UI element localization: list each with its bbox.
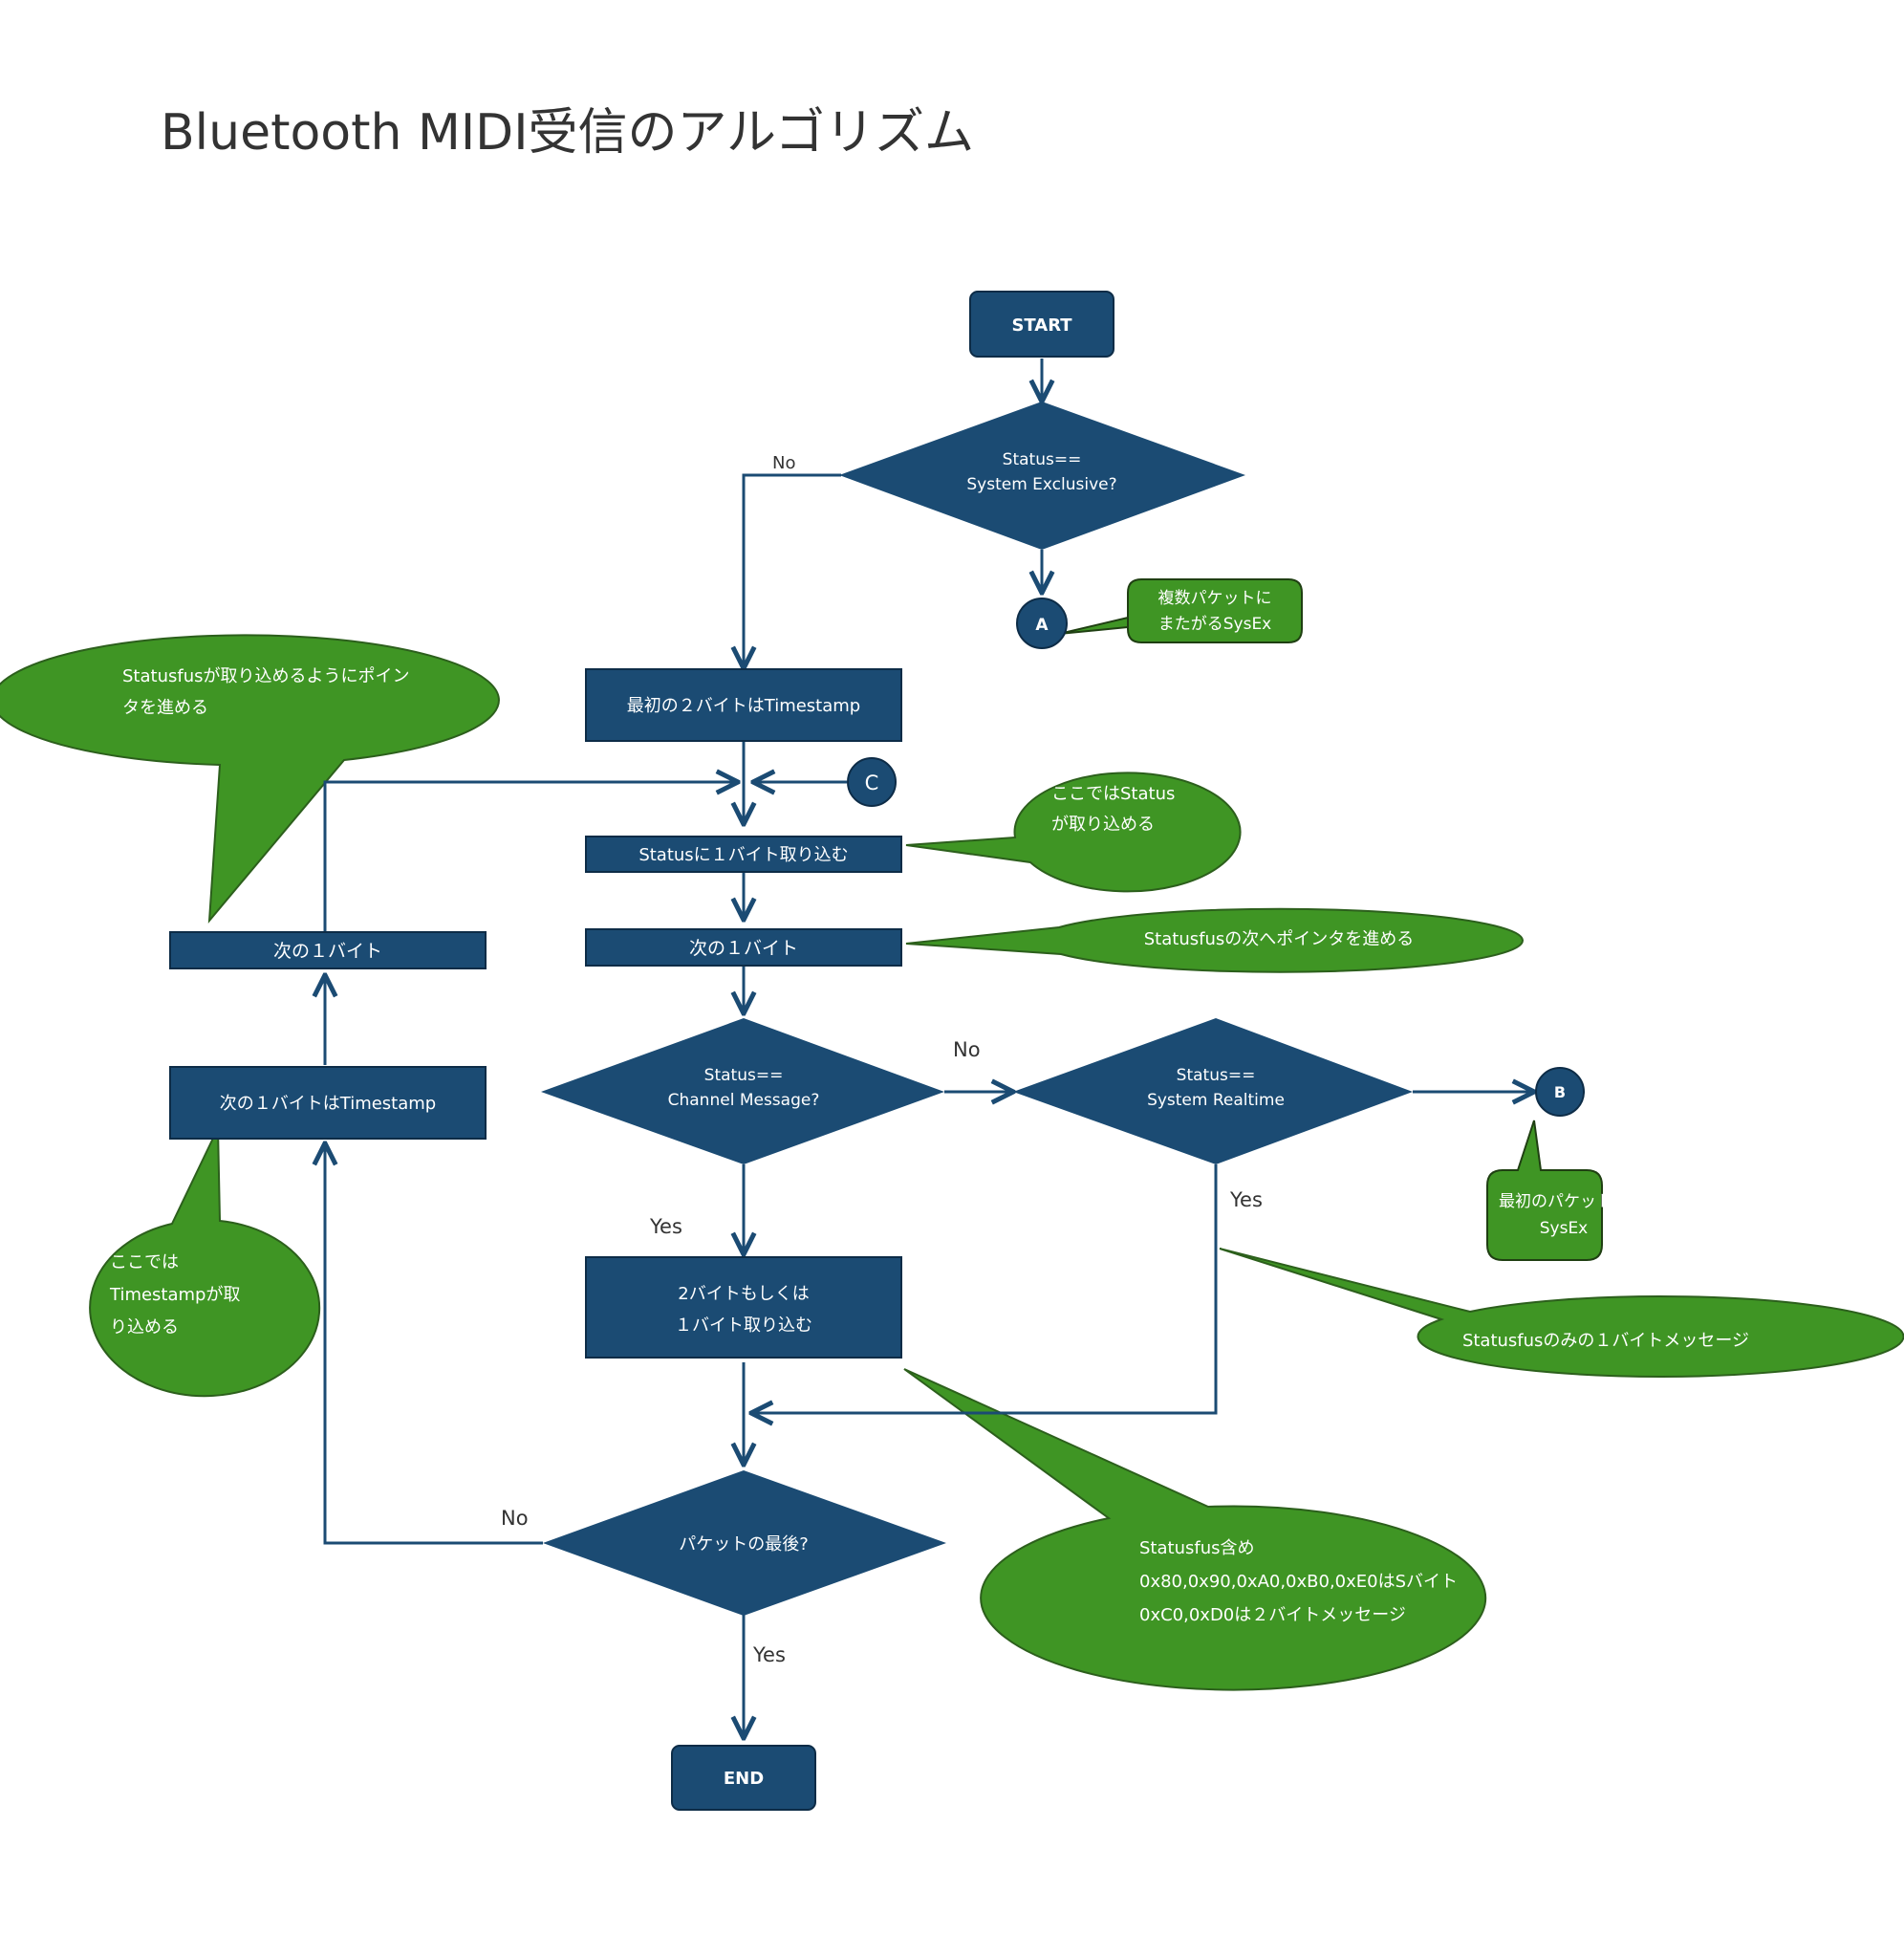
callout-status-bytes-line1: Statusfus含め	[1139, 1538, 1254, 1558]
callout-status-here-line2: が取り込める	[1051, 815, 1155, 835]
callout-timestamp-here: ここでは Timestampが取 り込める	[89, 1127, 321, 1398]
connector-b: B	[1535, 1067, 1585, 1117]
edges	[325, 359, 1532, 1736]
page-title: Bluetooth MIDI受信のアルゴリズム	[161, 104, 974, 162]
callout-status-bytes-line3: 0xC0,0xD0は２バイトメッセージ	[1139, 1605, 1406, 1625]
callout-timestamp-here-line2: Timestampが取	[109, 1285, 240, 1305]
callout-pointer-advance-left-line1: Statusfusが取り込めるようにポイン	[122, 666, 409, 686]
edge-sysex-no-to-timestamp	[744, 473, 841, 666]
node-packet-end-decision: パケットの最後?	[543, 1470, 946, 1616]
node-timestamp-first: 最初の２バイトはTimestamp	[585, 668, 902, 742]
callout-sysex-multi-line2: またがるSysEx	[1158, 615, 1272, 634]
connector-b-label: B	[1554, 1083, 1566, 1101]
edge-realtime-yes-to-merge	[753, 1164, 1218, 1413]
node-sysex-decision-line2: System Exclusive?	[966, 475, 1116, 494]
edge-labels: No No Yes Yes No Yes	[501, 453, 1263, 1666]
callout-sysex-first-line1: 最初のパケットの	[1499, 1192, 1629, 1211]
node-read-data-line2: １バイト取り込む	[675, 1315, 812, 1336]
edge-packet-end-no-to-next-timestamp	[325, 1145, 543, 1545]
connector-a-label: A	[1035, 616, 1049, 635]
node-channel-decision-line2: Channel Message?	[668, 1091, 820, 1110]
callout-status-bytes: Statusfus含め 0x80,0x90,0xA0,0xB0,0xE0はSバイ…	[903, 1368, 1487, 1691]
edge-label-packet-end-yes: Yes	[752, 1643, 786, 1666]
callout-timestamp-here-line3: り込める	[110, 1317, 179, 1337]
node-timestamp-first-label: 最初の２バイトはTimestamp	[627, 696, 860, 716]
callout-status-here: ここではStatus が取り込める	[905, 772, 1242, 893]
node-next-byte-main-label: 次の１バイト	[689, 938, 798, 959]
node-end-label: END	[724, 1769, 764, 1789]
node-read-data: 2バイトもしくは １バイト取り込む	[585, 1256, 902, 1359]
node-sysex-decision: Status== System Exclusive?	[839, 402, 1245, 550]
callout-status-only: Statusfusのみの１バイトメッセージ	[1219, 1248, 1904, 1378]
node-realtime-decision-line1: Status==	[1177, 1066, 1256, 1085]
callout-sysex-multi-line1: 複数パケットに	[1158, 589, 1272, 608]
callout-pointer-advance-left-line2: タを進める	[122, 698, 208, 718]
node-end: END	[671, 1745, 816, 1811]
node-start: START	[969, 291, 1114, 358]
edge-next-byte-loop	[323, 782, 736, 932]
node-read-status-label: Statusに１バイト取り込む	[638, 845, 848, 865]
callout-sysex-first: 最初のパケットの SysEx	[1486, 1120, 1629, 1261]
node-next-timestamp: 次の１バイトはTimestamp	[169, 1066, 487, 1140]
node-start-label: START	[1011, 315, 1072, 336]
node-channel-decision-line1: Status==	[704, 1066, 784, 1085]
callout-pointer-advance-right-text: Statusfusの次へポインタを進める	[1144, 929, 1414, 949]
connector-c: C	[847, 757, 897, 807]
node-sysex-decision-line1: Status==	[1003, 450, 1082, 469]
connector-c-label: C	[865, 772, 879, 794]
callout-pointer-advance-left: Statusfusが取り込めるようにポイン タを進める	[0, 634, 500, 924]
callout-sysex-first-line2: SysEx	[1540, 1219, 1589, 1238]
edge-label-sysex-no: No	[772, 453, 795, 473]
node-realtime-decision-line2: System Realtime	[1147, 1091, 1285, 1110]
node-realtime-decision: Status== System Realtime	[1013, 1018, 1413, 1164]
callout-pointer-advance-right: Statusfusの次へポインタを進める	[905, 907, 1524, 973]
node-next-byte-left: 次の１バイト	[169, 931, 487, 969]
edge-label-packet-end-no: No	[501, 1507, 529, 1530]
callout-status-only-text: Statusfusのみの１バイトメッセージ	[1462, 1331, 1749, 1351]
callout-timestamp-here-line1: ここでは	[110, 1252, 179, 1272]
callout-sysex-multi: 複数パケットに またがるSysEx	[1058, 578, 1303, 643]
callout-status-bytes-line2: 0x80,0x90,0xA0,0xB0,0xE0はSバイト	[1139, 1572, 1458, 1592]
node-next-timestamp-label: 次の１バイトはTimestamp	[220, 1094, 436, 1114]
edge-label-realtime-yes: Yes	[1229, 1188, 1263, 1211]
node-next-byte-main: 次の１バイト	[585, 928, 902, 967]
connector-a: A	[1016, 598, 1068, 649]
node-read-data-line1: 2バイトもしくは	[678, 1284, 809, 1304]
edge-label-channel-yes: Yes	[649, 1215, 682, 1238]
node-read-status: Statusに１バイト取り込む	[585, 836, 902, 873]
node-packet-end-decision-label: パケットの最後?	[679, 1534, 809, 1555]
node-next-byte-left-label: 次の１バイト	[273, 941, 382, 962]
callout-status-here-line1: ここではStatus	[1051, 784, 1175, 804]
edge-label-channel-no: No	[953, 1038, 981, 1061]
node-channel-decision: Status== Channel Message?	[541, 1018, 944, 1164]
